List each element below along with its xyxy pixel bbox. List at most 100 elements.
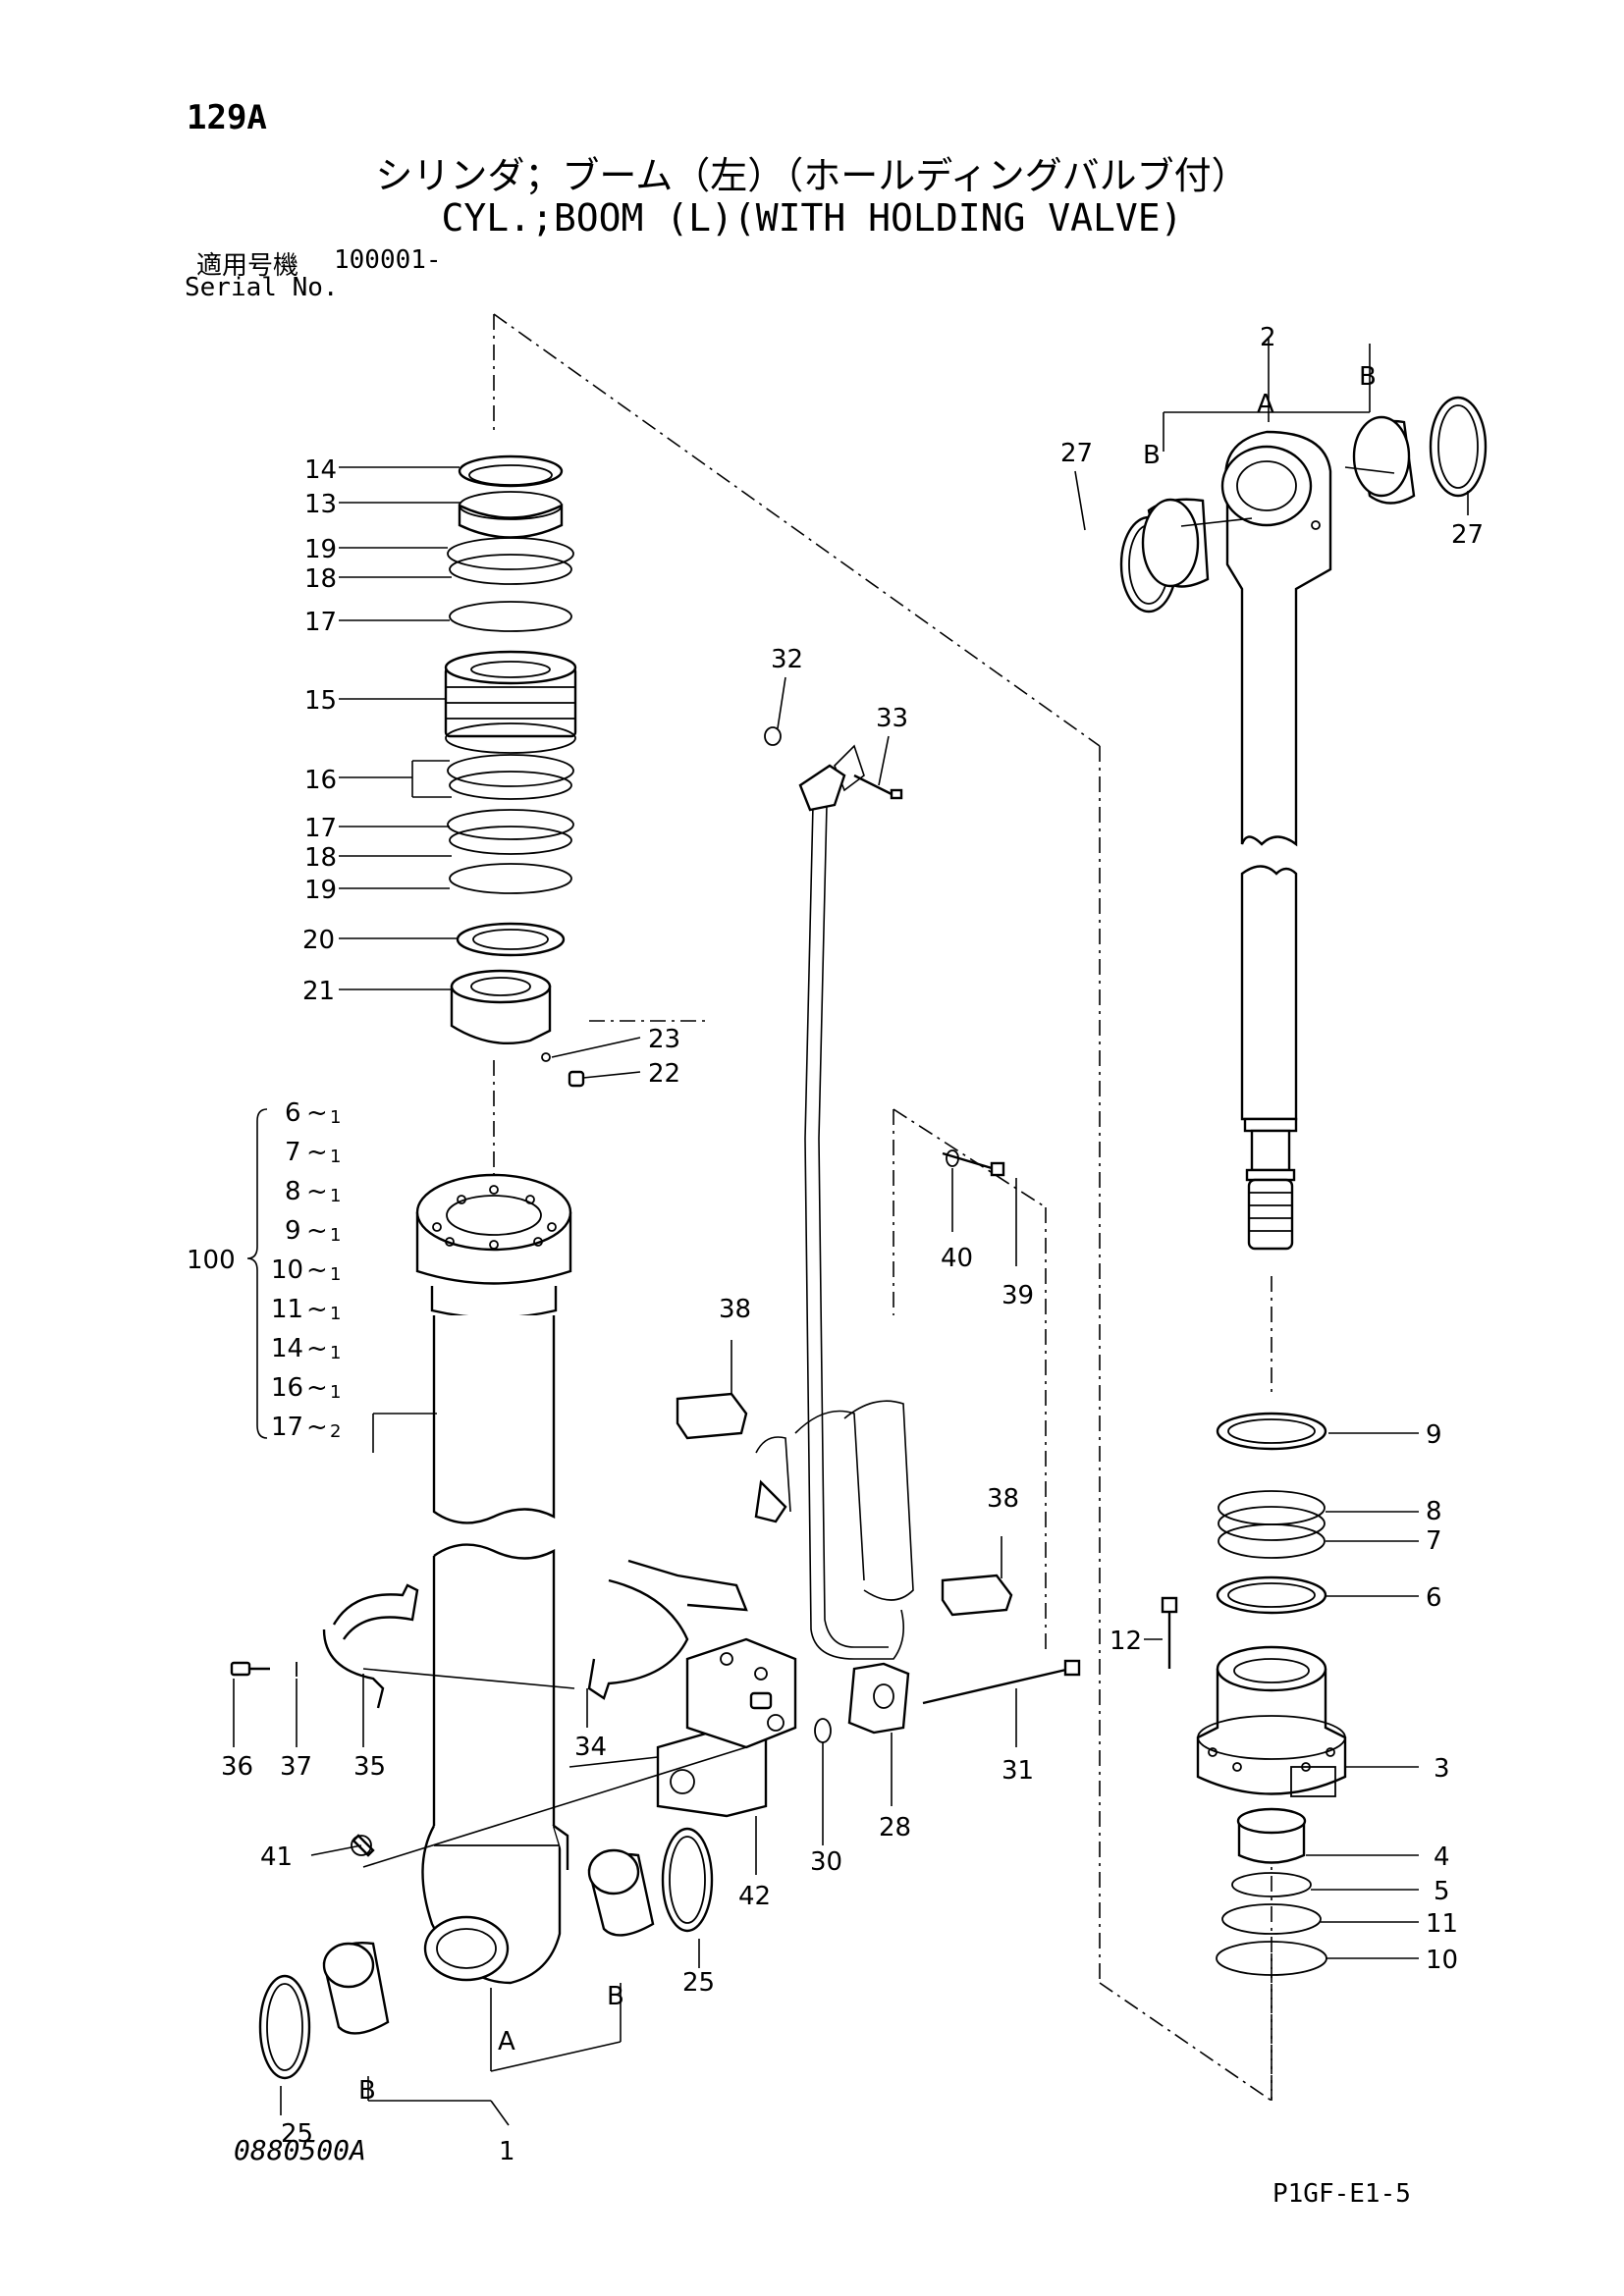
svg-text:9: 9	[285, 1216, 301, 1246]
page-title-english: CYL.;BOOM (L)(WITH HOLDING VALVE)	[441, 196, 1183, 240]
callout-33: 33	[876, 704, 908, 733]
page-code: P1GF-E1-5	[1272, 2179, 1411, 2209]
svg-text:1: 1	[330, 1304, 341, 1324]
callout-35: 35	[353, 1752, 386, 1782]
holding-valve	[656, 1637, 832, 1818]
kit-item: 17~2	[271, 1413, 341, 1442]
callout-2: 2	[1260, 323, 1276, 352]
page-number: 129A	[187, 98, 267, 137]
callout-15: 15	[304, 686, 337, 716]
callout-27-right: 27	[1451, 520, 1484, 550]
callout-32: 32	[771, 645, 803, 674]
svg-text:~: ~	[306, 1177, 328, 1206]
svg-text:8: 8	[285, 1177, 301, 1206]
svg-text:14: 14	[271, 1334, 303, 1363]
steel-pipe	[754, 726, 1081, 1735]
svg-text:7: 7	[285, 1138, 301, 1167]
callout-25-left: 25	[281, 2119, 313, 2149]
svg-text:1: 1	[330, 1107, 341, 1128]
svg-text:~: ~	[306, 1334, 328, 1363]
kit-item: 11~1	[271, 1295, 341, 1324]
pipe-brackets	[676, 1149, 1013, 1617]
callout-B-top-right: B	[1359, 362, 1377, 392]
callout-11: 11	[1426, 1909, 1458, 1939]
callout-28: 28	[879, 1813, 911, 1842]
piston-seal-stack	[444, 454, 585, 1088]
pipe-band-clamps	[230, 1559, 748, 1709]
serial-label-japanese: 適用号機	[196, 251, 299, 281]
callout-3: 3	[1434, 1754, 1450, 1784]
svg-text:1: 1	[330, 1225, 341, 1246]
svg-text:~: ~	[306, 1413, 328, 1442]
callout-9: 9	[1426, 1420, 1442, 1450]
kit-item: 7~1	[285, 1138, 341, 1167]
svg-text:17: 17	[271, 1413, 303, 1442]
svg-text:~: ~	[306, 1216, 328, 1246]
svg-text:10: 10	[271, 1255, 303, 1285]
kit-item: 16~1	[271, 1373, 341, 1403]
callout-5: 5	[1434, 1877, 1450, 1906]
svg-text:2: 2	[330, 1421, 341, 1442]
callout-A-bottom: A	[498, 2027, 515, 2056]
callout-4: 4	[1434, 1842, 1450, 1872]
callout-18-top: 18	[304, 564, 337, 594]
callout-A-top: A	[1257, 390, 1274, 419]
callout-25-right: 25	[682, 1968, 715, 1998]
callout-31: 31	[1001, 1756, 1034, 1786]
callout-14: 14	[304, 455, 337, 485]
kit-item: 6~1	[285, 1098, 341, 1128]
callout-39: 39	[1001, 1281, 1034, 1310]
bolt-12	[1161, 1596, 1178, 1669]
callout-37: 37	[280, 1752, 312, 1782]
callout-38-right: 38	[987, 1484, 1019, 1514]
callout-7: 7	[1426, 1526, 1442, 1556]
callout-21: 21	[302, 977, 335, 1006]
callout-40: 40	[941, 1244, 973, 1273]
rod-seal-stack	[1216, 1412, 1327, 1615]
callout-41: 41	[260, 1842, 293, 1872]
callout-17-bottom: 17	[304, 814, 337, 843]
svg-text:~: ~	[306, 1373, 328, 1403]
svg-text:1: 1	[330, 1186, 341, 1206]
svg-text:11: 11	[271, 1295, 303, 1324]
callout-B-bottom-left: B	[358, 2076, 376, 2106]
bottom-pin-bushings	[258, 1827, 714, 2080]
kit-brace	[246, 1108, 268, 1439]
kit-item: 14~1	[271, 1334, 341, 1363]
serial-label-english: Serial No.	[185, 273, 339, 302]
callout-36: 36	[221, 1752, 253, 1782]
callout-leader-lines	[233, 339, 1469, 2126]
callout-23: 23	[648, 1025, 680, 1054]
callout-6: 6	[1426, 1583, 1442, 1613]
callout-labels: 14 13 19 18 17 15 16 17 18 19 20 21 23 2…	[187, 323, 1484, 2166]
svg-text:1: 1	[330, 1264, 341, 1285]
callout-22: 22	[648, 1059, 680, 1089]
callout-17-top: 17	[304, 608, 337, 637]
callout-8: 8	[1426, 1497, 1442, 1526]
callout-19-bottom: 19	[304, 876, 337, 905]
callout-18-bottom: 18	[304, 843, 337, 873]
assembly-center-lines	[493, 313, 1272, 2102]
callout-42: 42	[738, 1882, 771, 1911]
serial-number-value: 100001-	[334, 245, 442, 275]
svg-text:1: 1	[330, 1147, 341, 1167]
svg-text:~: ~	[306, 1098, 328, 1128]
figure-id: 0880500A	[234, 2134, 366, 2166]
callout-16: 16	[304, 766, 337, 795]
callout-1: 1	[499, 2137, 515, 2166]
callout-20: 20	[302, 926, 335, 955]
cylinder-tube	[415, 1173, 572, 1985]
svg-text:1: 1	[330, 1382, 341, 1403]
callout-27-left: 27	[1060, 439, 1093, 468]
kit-item: 10~1	[271, 1255, 341, 1285]
callout-13: 13	[304, 490, 337, 519]
kit-item: 9~1	[285, 1216, 341, 1246]
piston-rod	[1220, 430, 1332, 1251]
svg-text:~: ~	[306, 1138, 328, 1167]
svg-text:6: 6	[285, 1098, 301, 1128]
cylinder-head	[1196, 1645, 1347, 1976]
page-title-japanese: シリンダ；ブーム（左）（ホールディングバルブ付）	[375, 154, 1249, 197]
kit-100-item-list: 6~1 7~1 8~1 9~1 10~1 11~1 14~1 16~1 17~2	[271, 1098, 341, 1442]
kit-item: 8~1	[285, 1177, 341, 1206]
